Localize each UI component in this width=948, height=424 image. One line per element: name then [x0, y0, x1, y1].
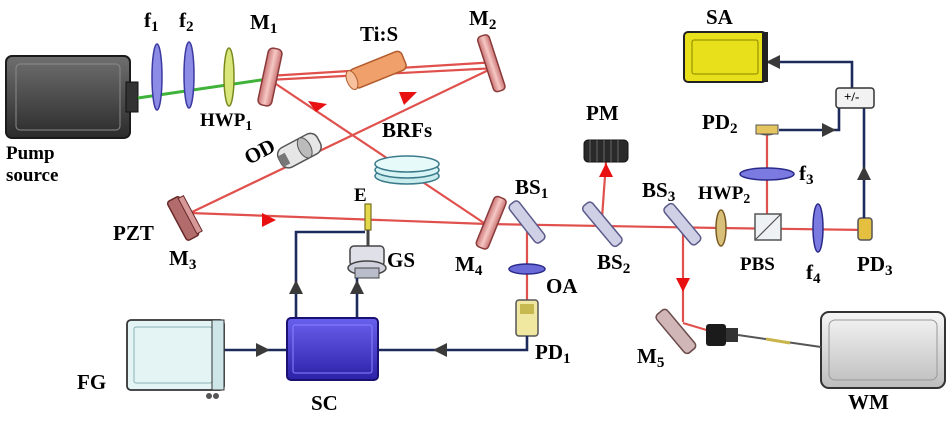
label-plus-minus: +/- — [844, 89, 860, 104]
label-oa: OA — [546, 274, 578, 298]
mirror-m4 — [475, 195, 507, 250]
cable-arrows — [256, 55, 871, 357]
label-fg: FG — [77, 370, 107, 394]
label-hwp2: HWP2 — [698, 183, 751, 206]
beam-arrows — [262, 92, 690, 292]
lens-f1 — [151, 43, 163, 111]
wavelength-meter — [820, 311, 946, 389]
label-pd3: PD3 — [857, 252, 893, 280]
differential-amplifier — [835, 87, 875, 109]
servo-controller — [286, 317, 379, 381]
label-sa: SA — [706, 5, 733, 29]
beam-splitter-bs2 — [581, 201, 623, 248]
power-meter — [583, 139, 629, 163]
label-pd1: PD1 — [535, 340, 571, 368]
mirror-m2 — [476, 34, 506, 93]
beam-splitter-bs3 — [663, 202, 702, 246]
hwp1-plate — [223, 47, 235, 107]
label-tis: Ti:S — [360, 22, 399, 46]
mirror-m3-pzt — [166, 194, 203, 241]
photodetector-pd3 — [857, 217, 873, 241]
fiber-coupler — [706, 324, 822, 348]
lens-f4 — [812, 203, 824, 253]
label-brfs: BRFs — [382, 118, 433, 142]
label-pzt: PZT — [113, 221, 154, 245]
label-m5: M5 — [637, 344, 665, 372]
label-bs3: BS3 — [642, 178, 676, 206]
lens-f3 — [739, 167, 795, 181]
label-pbs: PBS — [740, 254, 775, 275]
label-pm: PM — [586, 101, 619, 125]
signal-cables — [224, 60, 866, 352]
tis-crystal — [345, 50, 407, 91]
label-bs1: BS1 — [515, 175, 549, 203]
label-e: E — [354, 185, 367, 206]
brfs-filter — [374, 155, 440, 185]
label-f3: f3 — [799, 161, 814, 189]
label-hwp1: HWP1 — [200, 110, 253, 133]
optical-diode — [276, 132, 322, 169]
label-f4: f4 — [806, 260, 821, 288]
label-pump-source: Pump source — [6, 143, 59, 186]
pump-source — [5, 55, 139, 139]
function-generator — [126, 319, 225, 399]
label-m1: M1 — [250, 10, 278, 38]
beam-splitter-bs1 — [508, 200, 546, 244]
mirror-m1 — [257, 47, 283, 107]
label-sc: SC — [311, 391, 338, 415]
galvo-scanner — [347, 245, 387, 279]
label-gs: GS — [387, 248, 416, 272]
mirror-m5 — [655, 308, 697, 355]
label-m3: M3 — [169, 246, 197, 274]
label-m2: M2 — [469, 6, 497, 34]
label-f1: f1 — [144, 8, 159, 36]
label-wm: WM — [848, 390, 889, 414]
label-f2: f2 — [179, 8, 194, 36]
photodetector-pd2 — [755, 124, 779, 136]
label-pd2: PD2 — [702, 110, 738, 138]
optical-attenuator — [508, 263, 546, 275]
etalon — [364, 203, 372, 231]
hwp2-plate — [715, 209, 727, 247]
lens-f2 — [183, 41, 195, 109]
pbs-cube — [754, 213, 782, 241]
photodetector-pd1 — [515, 299, 539, 337]
label-bs2: BS2 — [597, 250, 631, 278]
label-m4: M4 — [455, 252, 483, 280]
spectrum-analyzer — [683, 31, 768, 83]
